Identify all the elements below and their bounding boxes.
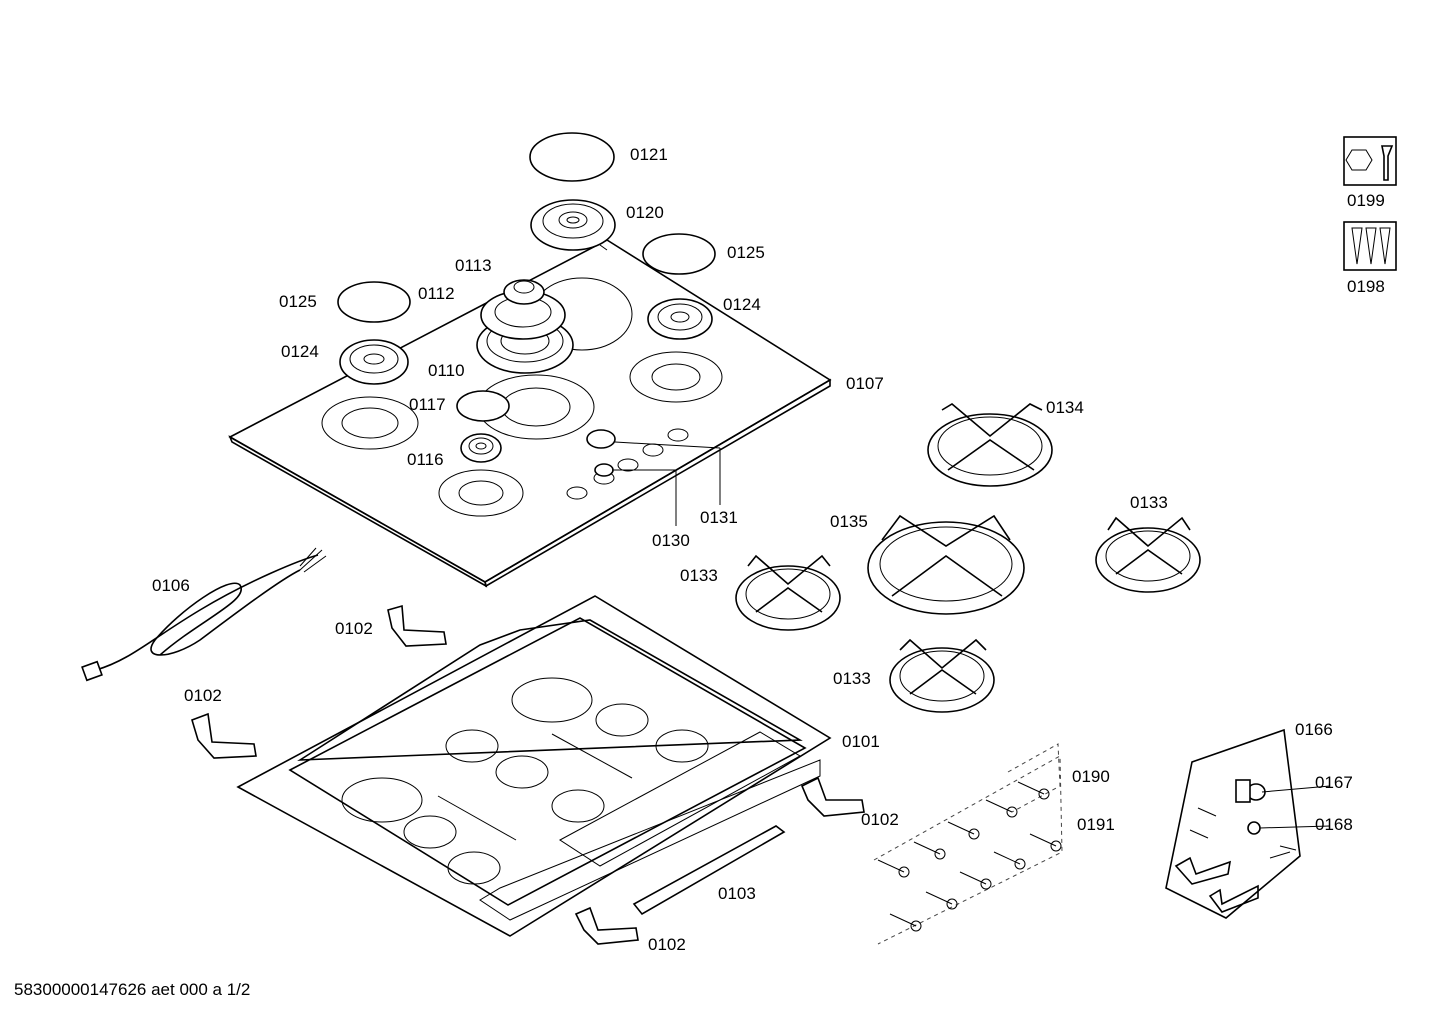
label-0135: 0135 bbox=[830, 512, 868, 531]
screw-set-icon bbox=[1343, 221, 1397, 271]
pan-support-0133-right bbox=[1095, 516, 1201, 593]
seal-strip-0103 bbox=[632, 825, 786, 916]
document-id: 58300000147626 aet 000 a 1/2 bbox=[14, 980, 251, 999]
label-0133-right: 0133 bbox=[1130, 493, 1168, 512]
burner-0124-right bbox=[647, 298, 713, 340]
pan-support-0133-left bbox=[735, 554, 841, 631]
label-0125-right: 0125 bbox=[727, 243, 765, 262]
pan-support-0135 bbox=[867, 514, 1025, 615]
label-0113: 0113 bbox=[455, 256, 492, 275]
label-0190: 0190 bbox=[1072, 767, 1110, 786]
label-0102-b: 0102 bbox=[184, 686, 222, 705]
label-0198: 0198 bbox=[1347, 277, 1385, 296]
wok-burner bbox=[476, 279, 574, 374]
callout-labels: 0121 0120 0125 0113 0125 0112 0124 0124 … bbox=[152, 145, 1385, 954]
burner-cap-0121 bbox=[529, 132, 615, 182]
clamp-0102-b bbox=[191, 712, 257, 759]
label-0130: 0130 bbox=[652, 531, 690, 550]
label-0102-d: 0102 bbox=[648, 935, 686, 954]
burner-0120 bbox=[530, 199, 616, 251]
label-0133-bottom: 0133 bbox=[833, 669, 871, 688]
label-0199: 0199 bbox=[1347, 191, 1385, 210]
label-0102-c: 0102 bbox=[861, 810, 899, 829]
burner-0124-left bbox=[339, 339, 409, 385]
clamp-0102-d bbox=[574, 906, 639, 945]
burner-cap-0117 bbox=[456, 390, 510, 422]
clamp-0102-a bbox=[387, 604, 447, 647]
label-0107: 0107 bbox=[846, 374, 884, 393]
label-0120: 0120 bbox=[626, 203, 664, 222]
screw-group bbox=[873, 743, 1063, 945]
accessory-bag-0166 bbox=[1165, 728, 1331, 919]
label-0117: 0117 bbox=[409, 395, 446, 414]
label-0103: 0103 bbox=[718, 884, 756, 903]
label-0116: 0116 bbox=[407, 450, 444, 469]
label-0121: 0121 bbox=[630, 145, 668, 164]
base-tray-0101 bbox=[236, 595, 832, 937]
pan-support-0134 bbox=[927, 403, 1053, 487]
label-0125-left: 0125 bbox=[279, 292, 317, 311]
pan-support-0133-bottom bbox=[889, 638, 995, 713]
burner-0116 bbox=[460, 433, 502, 463]
label-0167: 0167 bbox=[1315, 773, 1353, 792]
label-0101: 0101 bbox=[842, 732, 880, 751]
label-0102-a: 0102 bbox=[335, 619, 373, 638]
wrench-nut-icon bbox=[1343, 136, 1397, 186]
burner-cap-0125-left bbox=[337, 281, 411, 323]
label-0112: 0112 bbox=[418, 284, 455, 303]
burner-cap-0125-right bbox=[642, 233, 716, 275]
label-0106: 0106 bbox=[152, 576, 190, 595]
label-0134: 0134 bbox=[1046, 398, 1084, 417]
label-0124-left: 0124 bbox=[281, 342, 319, 361]
label-0131: 0131 bbox=[700, 508, 738, 527]
label-0124-right: 0124 bbox=[723, 295, 761, 314]
label-0168: 0168 bbox=[1315, 815, 1353, 834]
label-0133-left: 0133 bbox=[680, 566, 718, 585]
label-0191: 0191 bbox=[1077, 815, 1115, 834]
clamp-0102-c bbox=[800, 776, 865, 817]
power-cable-0106 bbox=[81, 547, 327, 682]
label-0166: 0166 bbox=[1295, 720, 1333, 739]
label-0110: 0110 bbox=[428, 361, 465, 380]
